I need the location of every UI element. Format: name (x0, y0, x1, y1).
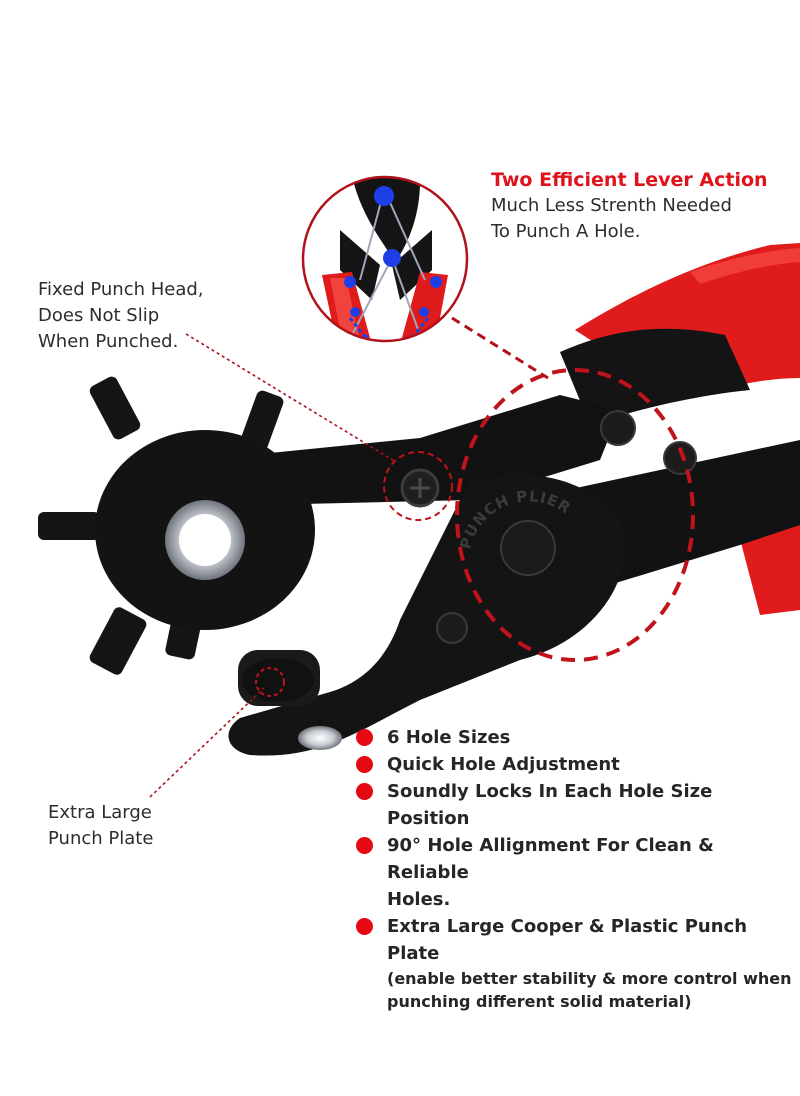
callout-title: Two Efficient Lever Action (491, 169, 768, 191)
feature-subtext: punching different solid material) (387, 992, 692, 1011)
punch-tube (89, 607, 147, 675)
feature-subtext: (enable better stability & more control … (387, 969, 792, 988)
punch-head-dashed-circle (383, 451, 453, 521)
bullet-dot-icon (356, 783, 373, 800)
upper-black-handle (560, 328, 750, 425)
feature-item: 6 Hole Sizes (356, 724, 796, 751)
rivets (400, 410, 697, 644)
feature-list: 6 Hole Sizes Quick Hole Adjustment Sound… (356, 724, 796, 1013)
feature-text-continued: Holes. (387, 889, 451, 910)
pivot-marker-icon (419, 307, 429, 317)
punch-tube (38, 512, 100, 540)
rivet-icon (663, 441, 697, 475)
bullet-dot-icon (356, 756, 373, 773)
rivet-icon (436, 612, 468, 644)
feature-item: Extra Large Cooper & Plastic Punch Plate… (356, 913, 796, 1013)
lever-action-callout: Two Efficient Lever Action Much Less Str… (491, 167, 768, 245)
feature-item: Soundly Locks In Each Hole Size Position (356, 778, 796, 832)
bullet-dot-icon (356, 837, 373, 854)
lever-inset-magnifier (301, 175, 469, 343)
punch-head-leader-line (185, 333, 397, 463)
pivot-marker-icon (430, 276, 442, 288)
lever-inset-leader-line (451, 316, 549, 380)
callout-line: To Punch A Hole. (491, 221, 641, 242)
wheel-center-hole (179, 514, 231, 566)
feature-text: Quick Hole Adjustment (387, 754, 620, 775)
rotary-punch-wheel (38, 376, 315, 675)
pivot-marker-icon (383, 249, 401, 267)
feature-item: Quick Hole Adjustment (356, 751, 796, 778)
pivot-marker-icon (374, 186, 394, 206)
callout-line: Extra Large (48, 802, 152, 823)
feature-text: 6 Hole Sizes (387, 727, 511, 748)
lever-pivot-dashed-circle (455, 368, 695, 662)
screw-cross (410, 478, 430, 498)
punch-plate-dashed-circle (255, 667, 285, 697)
callout-line: Fixed Punch Head, (38, 279, 204, 300)
plate-leader-line (149, 687, 265, 798)
rivet-icon (600, 410, 636, 446)
feature-text: Extra Large Cooper & Plastic Punch Plate (387, 916, 748, 964)
callout-line: When Punched. (38, 331, 179, 352)
pivot-marker-icon (344, 276, 356, 288)
punch-tube (89, 376, 141, 440)
bullet-dot-icon (356, 918, 373, 935)
punch-plate-callout: Extra Large Punch Plate (48, 800, 153, 852)
pivot-marker-icon (350, 307, 360, 317)
punch-tube (240, 390, 284, 452)
upper-handle-highlight (690, 248, 800, 284)
rivet-icon (500, 520, 556, 576)
feature-text: Soundly Locks In Each Hole Size Position (387, 781, 713, 829)
feature-text: 90° Hole Allignment For Clean & Reliable (387, 835, 714, 883)
feature-item: 90° Hole Allignment For Clean & Reliable… (356, 832, 796, 913)
callout-line: Does Not Slip (38, 305, 160, 326)
punch-head-callout: Fixed Punch Head, Does Not Slip When Pun… (38, 277, 204, 355)
callout-line: Punch Plate (48, 828, 154, 849)
callout-line: Much Less Strenth Needed (491, 195, 732, 216)
bullet-dot-icon (356, 729, 373, 746)
